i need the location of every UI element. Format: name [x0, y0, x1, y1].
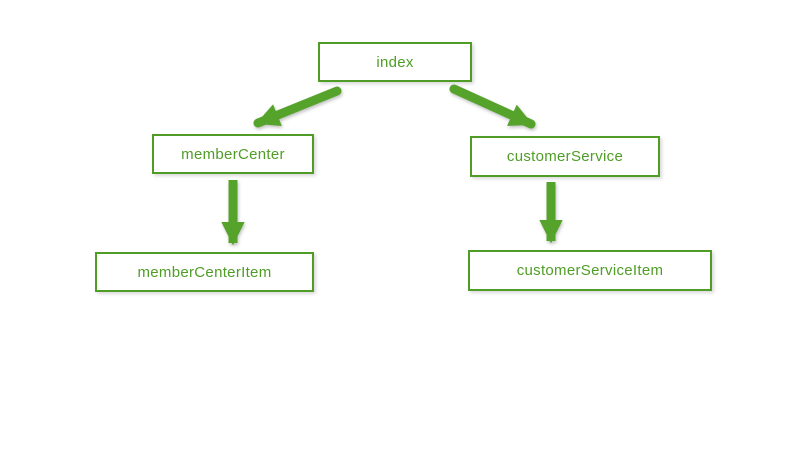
node-member-center: memberCenter: [152, 134, 314, 174]
node-index-label: index: [376, 53, 414, 71]
arrow-index-to-membercenter: [253, 86, 342, 128]
node-member-center-item-label: memberCenterItem: [137, 263, 272, 281]
node-member-center-label: memberCenter: [181, 145, 285, 163]
node-index: index: [318, 42, 472, 82]
node-customer-service: customerService: [470, 136, 660, 177]
arrow-index-to-customerservice: [449, 84, 536, 129]
node-member-center-item: memberCenterItem: [95, 252, 314, 292]
node-customer-service-item: customerServiceItem: [468, 250, 712, 291]
node-customer-service-label: customerService: [506, 148, 624, 165]
node-customer-service-item-label: customerServiceItem: [516, 262, 664, 279]
